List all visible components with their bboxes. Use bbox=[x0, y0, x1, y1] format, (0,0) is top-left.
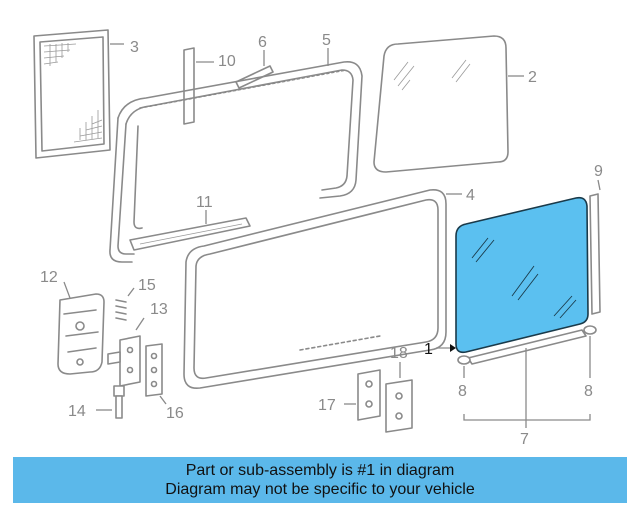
part-7-guide-rail bbox=[467, 329, 587, 428]
part-15-spring bbox=[115, 287, 135, 321]
callout-12: 12 bbox=[40, 269, 58, 286]
part-4-frame bbox=[183, 188, 462, 390]
info-banner: Part or sub-assembly is #1 in diagram Di… bbox=[13, 457, 627, 503]
part-11-channel bbox=[129, 210, 251, 251]
callout-15: 15 bbox=[138, 277, 156, 294]
callout-2: 2 bbox=[528, 69, 537, 86]
banner-line-1: Part or sub-assembly is #1 in diagram bbox=[185, 462, 455, 479]
callout-8-left: 8 bbox=[458, 383, 467, 400]
callout-10: 10 bbox=[218, 53, 236, 70]
callout-14: 14 bbox=[68, 403, 86, 420]
callout-3: 3 bbox=[130, 39, 139, 56]
part-6-trim bbox=[235, 50, 274, 89]
callout-18: 18 bbox=[390, 345, 408, 362]
part-17-plate bbox=[344, 369, 381, 421]
callout-13: 13 bbox=[150, 301, 168, 318]
part-2-glass bbox=[373, 35, 524, 173]
callout-17: 17 bbox=[318, 397, 336, 414]
callout-8-right: 8 bbox=[584, 383, 593, 400]
callout-6: 6 bbox=[258, 34, 267, 51]
part-12-latch bbox=[57, 281, 105, 375]
part-9-rail bbox=[589, 179, 601, 315]
part-8-end-caps bbox=[457, 325, 597, 421]
callout-4: 4 bbox=[466, 187, 475, 204]
part-16-plate bbox=[145, 343, 167, 405]
banner-line-2: Diagram may not be specific to your vehi… bbox=[165, 481, 475, 498]
part-14-pin bbox=[96, 385, 125, 419]
callout-5: 5 bbox=[322, 32, 331, 49]
callout-16: 16 bbox=[166, 405, 184, 422]
callout-9: 9 bbox=[594, 163, 603, 180]
part-13-bracket bbox=[107, 317, 145, 387]
callout-1: 1 bbox=[424, 341, 433, 358]
part-3-screen-window bbox=[33, 29, 124, 159]
callout-11: 11 bbox=[196, 194, 213, 211]
callout-7: 7 bbox=[520, 431, 529, 448]
part-18-block bbox=[385, 362, 413, 433]
part-1-glass-highlighted bbox=[436, 196, 589, 354]
part-5-seal bbox=[109, 48, 363, 263]
